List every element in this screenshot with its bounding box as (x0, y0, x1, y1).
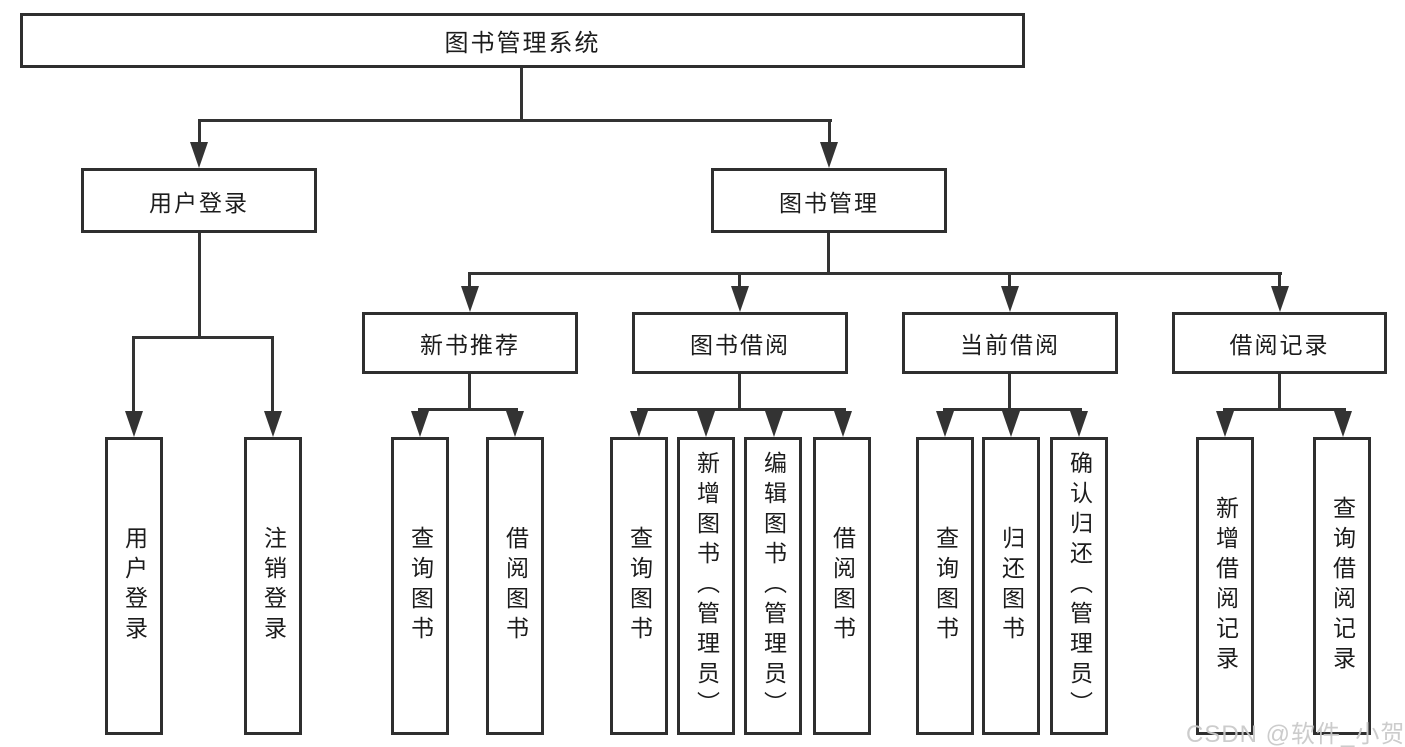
arrowhead-book-borrowing-icon (731, 286, 749, 312)
arrowhead-records-leaf1-icon (1216, 411, 1234, 437)
leaf-return-books-label: 归还图书 (998, 526, 1025, 646)
node-book-management: 图书管理 (711, 168, 947, 233)
connector-book-management-crossbar (468, 272, 1282, 275)
arrowhead-current-leaf1-icon (936, 411, 954, 437)
leaf-query-borrow-record-label: 查询借阅记录 (1329, 496, 1356, 676)
connector-to-current-borrowing (1008, 272, 1011, 288)
leaf-add-books-admin-label: 新增图书（管理员） (693, 451, 720, 721)
node-book-management-label: 图书管理 (779, 189, 879, 216)
node-current-borrowing: 当前借阅 (902, 312, 1118, 374)
leaf-edit-books-admin: 编辑图书（管理员） (744, 437, 802, 735)
connector-to-book-borrowing (738, 272, 741, 288)
connector-records-stem (1278, 374, 1281, 408)
connector-recommend-crossbar (418, 408, 518, 411)
connector-to-book-management (828, 119, 831, 146)
leaf-return-books: 归还图书 (982, 437, 1040, 735)
arrowhead-book-management-icon (820, 142, 838, 168)
leaf-borrowing-query-books: 查询图书 (610, 437, 668, 735)
arrowhead-borrowing-leaf2-icon (697, 411, 715, 437)
arrowhead-borrowing-leaf4-icon (834, 411, 852, 437)
node-root-library-system: 图书管理系统 (20, 13, 1025, 68)
leaf-logout: 注销登录 (244, 437, 302, 735)
connector-current-stem (1008, 374, 1011, 408)
node-book-borrowing-label: 图书借阅 (690, 332, 790, 358)
connector-borrowing-stem (738, 374, 741, 408)
arrowhead-records-leaf2-icon (1334, 411, 1352, 437)
arrowhead-leaf-user-login-icon (125, 411, 143, 437)
arrowhead-recommend-leaf1-icon (411, 411, 429, 437)
arrowhead-borrowing-leaf1-icon (630, 411, 648, 437)
connector-user-login-crossbar (132, 336, 274, 339)
connector-book-management-stem (827, 233, 830, 272)
leaf-add-borrow-record-label: 新增借阅记录 (1212, 496, 1239, 676)
leaf-current-query-books-label: 查询图书 (932, 526, 959, 646)
connector-to-leaf-user-login (132, 336, 135, 412)
connector-to-borrowing-records (1278, 272, 1281, 288)
arrowhead-user-login-icon (190, 142, 208, 168)
node-user-login-label: 用户登录 (149, 189, 249, 216)
arrowhead-borrowing-leaf3-icon (765, 411, 783, 437)
connector-records-crossbar (1223, 408, 1346, 411)
leaf-confirm-return-admin-label: 确认归还（管理员） (1066, 451, 1093, 721)
leaf-user-login: 用户登录 (105, 437, 163, 735)
leaf-add-borrow-record: 新增借阅记录 (1196, 437, 1254, 735)
leaf-recommend-query-books-label: 查询图书 (407, 526, 434, 646)
arrowhead-new-book-recommend-icon (461, 286, 479, 312)
leaf-query-borrow-record: 查询借阅记录 (1313, 437, 1371, 735)
arrowhead-recommend-leaf2-icon (506, 411, 524, 437)
leaf-recommend-query-books: 查询图书 (391, 437, 449, 735)
node-borrowing-records-label: 借阅记录 (1229, 332, 1330, 358)
node-root-label: 图书管理系统 (444, 30, 601, 57)
arrowhead-current-leaf2-icon (1002, 411, 1020, 437)
arrowhead-borrowing-records-icon (1271, 286, 1289, 312)
connector-user-login-stem (198, 233, 201, 336)
node-user-login: 用户登录 (81, 168, 317, 233)
leaf-user-login-label: 用户登录 (121, 526, 148, 646)
node-book-borrowing: 图书借阅 (632, 312, 848, 374)
arrowhead-leaf-logout-icon (264, 411, 282, 437)
leaf-add-books-admin: 新增图书（管理员） (677, 437, 735, 735)
connector-to-new-book-recommend (468, 272, 471, 288)
connector-borrowing-crossbar (637, 408, 846, 411)
node-borrowing-records: 借阅记录 (1172, 312, 1387, 374)
leaf-current-query-books: 查询图书 (916, 437, 974, 735)
arrowhead-current-borrowing-icon (1001, 286, 1019, 312)
leaf-confirm-return-admin: 确认归还（管理员） (1050, 437, 1108, 735)
leaf-recommend-borrow-books-label: 借阅图书 (502, 526, 529, 646)
arrowhead-current-leaf3-icon (1070, 411, 1088, 437)
connector-recommend-stem (468, 374, 471, 408)
connector-to-leaf-logout (271, 336, 274, 412)
leaf-recommend-borrow-books: 借阅图书 (486, 437, 544, 735)
leaf-borrowing-borrow-books: 借阅图书 (813, 437, 871, 735)
leaf-borrowing-query-books-label: 查询图书 (626, 526, 653, 646)
node-new-book-recommend: 新书推荐 (362, 312, 578, 374)
node-new-book-recommend-label: 新书推荐 (420, 332, 520, 358)
connector-root-crossbar (198, 119, 832, 122)
leaf-borrowing-borrow-books-label: 借阅图书 (829, 526, 856, 646)
leaf-edit-books-admin-label: 编辑图书（管理员） (760, 451, 787, 721)
connector-root-stem (520, 68, 523, 119)
node-current-borrowing-label: 当前借阅 (960, 332, 1060, 358)
connector-to-user-login (198, 119, 201, 146)
csdn-watermark: CSDN @软件_小贺同学 (1186, 721, 1405, 747)
leaf-logout-label: 注销登录 (260, 526, 287, 646)
connector-current-crossbar (943, 408, 1082, 411)
